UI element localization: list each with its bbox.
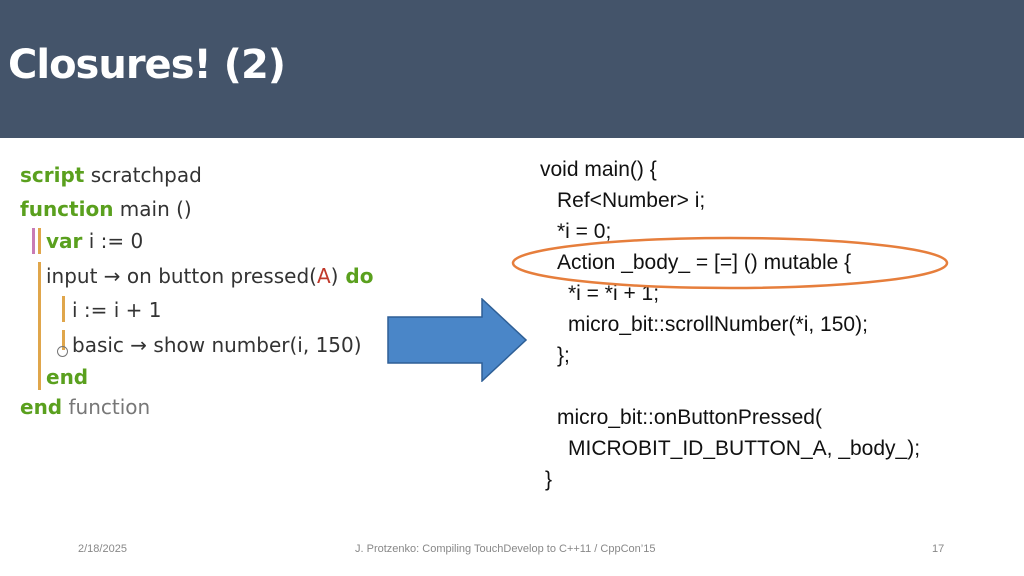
nesting-bar-basic bbox=[62, 330, 65, 350]
clock-icon bbox=[57, 346, 68, 357]
slide-title: Closures! (2) bbox=[8, 42, 286, 88]
event-arg: A bbox=[316, 264, 331, 288]
touchdevelop-script: script scratchpad function main () var i… bbox=[20, 162, 400, 432]
script-line-7: end bbox=[46, 364, 88, 390]
code-line: } bbox=[545, 468, 553, 491]
script-line-8: end function bbox=[20, 394, 150, 420]
script-line-6: basic → show number(i, 150) bbox=[72, 332, 362, 358]
code-line: Action _body_ = [=] () mutable { bbox=[557, 251, 852, 274]
keyword: script bbox=[20, 163, 85, 187]
keyword: end bbox=[20, 395, 63, 419]
event-call: input → on button pressed( bbox=[46, 264, 317, 288]
keyword-function: function bbox=[62, 395, 151, 419]
script-line-1: script scratchpad bbox=[20, 162, 202, 188]
code-line: MICROBIT_ID_BUTTON_A, _body_); bbox=[568, 437, 921, 460]
highlight-oval bbox=[511, 236, 949, 290]
keyword: do bbox=[338, 264, 374, 288]
code-line: *i = *i + 1; bbox=[568, 282, 660, 305]
nesting-bar-var-inner bbox=[38, 228, 41, 254]
footer-page-number: 17 bbox=[932, 543, 945, 555]
keyword: var bbox=[46, 229, 83, 253]
slide-header: Closures! (2) bbox=[0, 0, 1024, 138]
footer-date: 2/18/2025 bbox=[78, 543, 127, 555]
code-line: micro_bit::scrollNumber(*i, 150); bbox=[568, 313, 868, 336]
code-line: micro_bit::onButtonPressed( bbox=[557, 406, 822, 429]
code-line: *i = 0; bbox=[557, 220, 612, 243]
script-line-2: function main () bbox=[20, 196, 192, 222]
code-line: Ref<Number> i; bbox=[557, 189, 706, 212]
code-line: }; bbox=[557, 344, 570, 367]
assignment: i := i + 1 bbox=[72, 298, 162, 322]
var-declaration: i := 0 bbox=[82, 229, 144, 253]
event-close: ) bbox=[330, 264, 339, 288]
nesting-bar-var bbox=[32, 228, 35, 254]
show-number-call: basic → show number(i, 150) bbox=[72, 333, 362, 357]
keyword: function bbox=[20, 197, 114, 221]
script-name: scratchpad bbox=[84, 163, 202, 187]
keyword: end bbox=[46, 365, 89, 389]
footer-credit: J. Protzenko: Compiling TouchDevelop to … bbox=[355, 543, 656, 555]
script-line-5: i := i + 1 bbox=[72, 297, 162, 323]
nesting-bar-do bbox=[38, 262, 41, 390]
right-arrow-icon bbox=[387, 298, 527, 382]
function-signature: main () bbox=[113, 197, 192, 221]
script-line-4: input → on button pressed(A) do bbox=[46, 263, 373, 289]
code-line: void main() { bbox=[540, 158, 657, 181]
nesting-bar-assign bbox=[62, 296, 65, 322]
script-line-3: var i := 0 bbox=[46, 228, 143, 254]
